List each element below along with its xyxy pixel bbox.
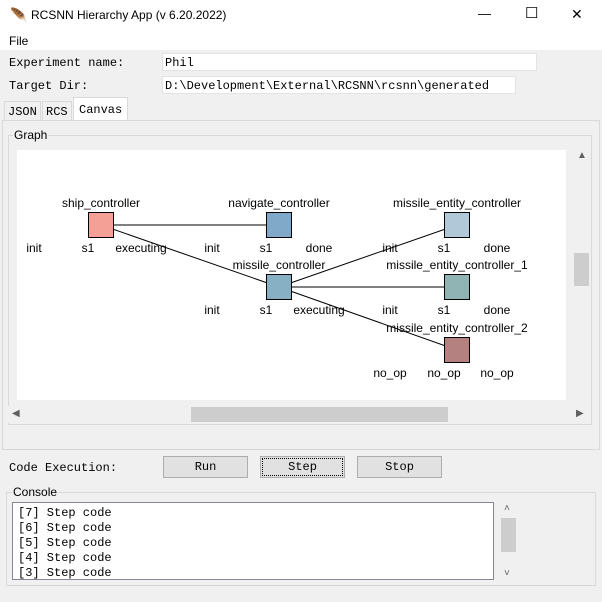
minimize-button[interactable]: — xyxy=(478,6,491,21)
node-state: init xyxy=(382,241,398,255)
close-button[interactable]: ✕ xyxy=(571,6,583,22)
scroll-up-icon[interactable]: ▲ xyxy=(577,150,587,161)
menu-bar: File xyxy=(0,32,602,50)
node-box[interactable] xyxy=(444,337,470,363)
node-state: s1 xyxy=(259,241,273,255)
console-scroll-thumb[interactable] xyxy=(501,518,516,552)
feather-icon: 🪶 xyxy=(10,7,28,23)
node-state: s1 xyxy=(437,303,451,317)
stop-button[interactable]: Stop xyxy=(357,456,442,478)
node-state: done xyxy=(305,241,333,255)
title-bar: 🪶 RCSNN Hierarchy App (v 6.20.2022) — ☐ … xyxy=(0,0,602,32)
console-output[interactable]: [7] Step code[6] Step code[5] Step code[… xyxy=(12,502,494,580)
graph-vertical-scrollbar[interactable]: ▲ xyxy=(573,150,590,406)
step-button[interactable]: Step xyxy=(260,456,345,478)
node-box[interactable] xyxy=(444,212,470,238)
target-dir-label: Target Dir: xyxy=(9,79,89,93)
experiment-name-input[interactable]: Phil xyxy=(162,53,537,71)
console-frame xyxy=(6,492,596,586)
node-name: missile_entity_controller_1 xyxy=(386,258,528,272)
node-state: init xyxy=(26,241,42,255)
node-name: missile_entity_controller xyxy=(392,196,522,210)
console-line: [5] Step code xyxy=(18,536,112,550)
console-scrollbar[interactable]: ˄ ˅ xyxy=(500,502,517,582)
node-state: s1 xyxy=(259,303,273,317)
scroll-left-icon[interactable]: ◀ xyxy=(12,408,20,419)
code-execution-label: Code Execution: xyxy=(9,461,118,475)
experiment-name-label: Experiment name: xyxy=(9,56,125,70)
edge-missile-entity-2 xyxy=(278,286,458,351)
node-state: executing xyxy=(293,303,345,317)
canvas-tab-panel xyxy=(2,120,600,450)
node-state: s1 xyxy=(81,241,95,255)
node-name: ship_controller xyxy=(61,196,141,210)
graph-edges xyxy=(100,224,458,351)
console-line: [4] Step code xyxy=(18,551,112,565)
node-box[interactable] xyxy=(88,212,114,238)
console-scroll-down-icon[interactable]: ˅ xyxy=(504,568,510,579)
maximize-button[interactable]: ☐ xyxy=(525,5,539,22)
node-box[interactable] xyxy=(266,274,292,300)
node-state: done xyxy=(483,241,511,255)
graph-frame xyxy=(8,135,592,425)
node-box[interactable] xyxy=(444,274,470,300)
scroll-right-icon[interactable]: ▶ xyxy=(576,408,584,419)
window-title: RCSNN Hierarchy App (v 6.20.2022) xyxy=(31,8,227,22)
node-state: no_op xyxy=(480,366,514,380)
console-label: Console xyxy=(12,485,59,499)
node-state: no_op xyxy=(427,366,461,380)
node-state: done xyxy=(483,303,511,317)
node-state: s1 xyxy=(437,241,451,255)
console-line: [6] Step code xyxy=(18,521,112,535)
edge-missile-entity xyxy=(278,224,458,288)
graph-horizontal-scrollbar[interactable]: ◀ ▶ xyxy=(8,406,590,423)
node-name: missile_entity_controller_2 xyxy=(386,321,528,335)
tab-json[interactable]: JSON xyxy=(4,101,41,120)
node-state: init xyxy=(382,303,398,317)
node-state: init xyxy=(204,303,220,317)
console-line: [7] Step code xyxy=(18,506,112,520)
tab-rcs[interactable]: RCS xyxy=(42,101,72,120)
run-button[interactable]: Run xyxy=(163,456,248,478)
graph-label: Graph xyxy=(13,128,49,142)
node-name: missile_controller xyxy=(232,258,326,272)
node-state: init xyxy=(204,241,220,255)
console-scroll-up-icon[interactable]: ˄ xyxy=(504,503,510,514)
node-state: executing xyxy=(115,241,167,255)
node-name: navigate_controller xyxy=(228,196,330,210)
menu-file[interactable]: File xyxy=(9,34,29,48)
node-box[interactable] xyxy=(266,212,292,238)
console-line: [3] Step code xyxy=(18,566,112,580)
target-dir-input[interactable]: D:\Development\External\RCSNN\rcsnn\gene… xyxy=(162,76,516,94)
tab-canvas[interactable]: Canvas xyxy=(73,97,129,121)
horizontal-scroll-thumb[interactable] xyxy=(191,407,448,422)
vertical-scroll-thumb[interactable] xyxy=(574,253,589,286)
node-state: no_op xyxy=(373,366,407,380)
edge-ship-missile xyxy=(100,224,280,288)
